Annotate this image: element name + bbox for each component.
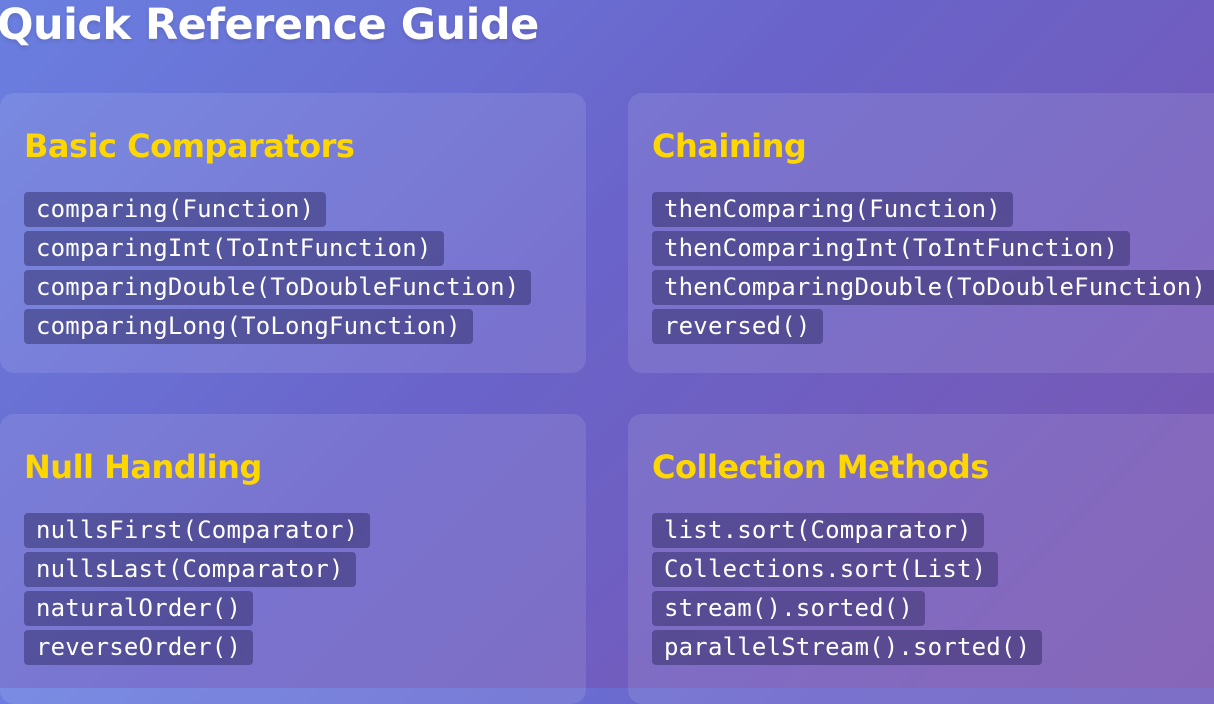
method-list: comparing(Function) comparingInt(ToIntFu…	[24, 192, 532, 348]
list-item: Collections.sort(List)	[652, 552, 1042, 591]
method-code: thenComparingInt(ToIntFunction)	[652, 231, 1131, 266]
method-list: list.sort(Comparator) Collections.sort(L…	[652, 513, 1043, 669]
method-code: comparing(Function)	[24, 192, 327, 227]
section-title: Chaining	[652, 127, 807, 165]
list-item: nullsLast(Comparator)	[24, 552, 370, 591]
list-item: comparingInt(ToIntFunction)	[24, 231, 531, 270]
method-code: stream().sorted()	[652, 591, 926, 626]
page-title: Quick Reference Guide	[0, 0, 539, 50]
section-title: Basic Comparators	[24, 127, 355, 165]
method-code: nullsLast(Comparator)	[24, 552, 356, 587]
list-item: nullsFirst(Comparator)	[24, 513, 371, 552]
list-item: naturalOrder()	[24, 591, 370, 630]
method-code: thenComparingDouble(ToDoubleFunction)	[652, 270, 1214, 305]
list-item: comparingDouble(ToDoubleFunction)	[24, 270, 532, 309]
method-code: naturalOrder()	[24, 591, 254, 626]
method-code: comparingLong(ToLongFunction)	[24, 309, 473, 344]
list-item: thenComparing(Function)	[652, 192, 1214, 231]
method-code: reverseOrder()	[24, 630, 254, 665]
list-item: thenComparingDouble(ToDoubleFunction)	[652, 270, 1214, 309]
section-chaining: Chaining thenComparing(Function) thenCom…	[628, 93, 1214, 373]
method-code: thenComparing(Function)	[652, 192, 1013, 227]
method-code: reversed()	[652, 309, 823, 344]
method-list: nullsFirst(Comparator) nullsLast(Compara…	[24, 513, 371, 669]
method-code: parallelStream().sorted()	[652, 630, 1043, 665]
list-item: comparingLong(ToLongFunction)	[24, 309, 531, 348]
list-item: reverseOrder()	[24, 630, 370, 669]
method-code: comparingInt(ToIntFunction)	[24, 231, 444, 266]
method-code: Collections.sort(List)	[652, 552, 999, 587]
list-item: thenComparingInt(ToIntFunction)	[652, 231, 1214, 270]
list-item: reversed()	[652, 309, 1214, 348]
list-item: parallelStream().sorted()	[652, 630, 1043, 669]
section-title: Collection Methods	[652, 448, 989, 486]
method-code: nullsFirst(Comparator)	[24, 513, 371, 548]
list-item: list.sort(Comparator)	[652, 513, 1042, 552]
section-null-handling: Null Handling nullsFirst(Comparator) nul…	[0, 414, 586, 704]
method-code: list.sort(Comparator)	[652, 513, 984, 548]
section-collection-methods: Collection Methods list.sort(Comparator)…	[628, 414, 1214, 704]
method-list: thenComparing(Function) thenComparingInt…	[652, 192, 1214, 348]
section-basic-comparators: Basic Comparators comparing(Function) co…	[0, 93, 586, 373]
section-title: Null Handling	[24, 448, 262, 486]
list-item: stream().sorted()	[652, 591, 1042, 630]
method-code: comparingDouble(ToDoubleFunction)	[24, 270, 532, 305]
list-item: comparing(Function)	[24, 192, 531, 231]
